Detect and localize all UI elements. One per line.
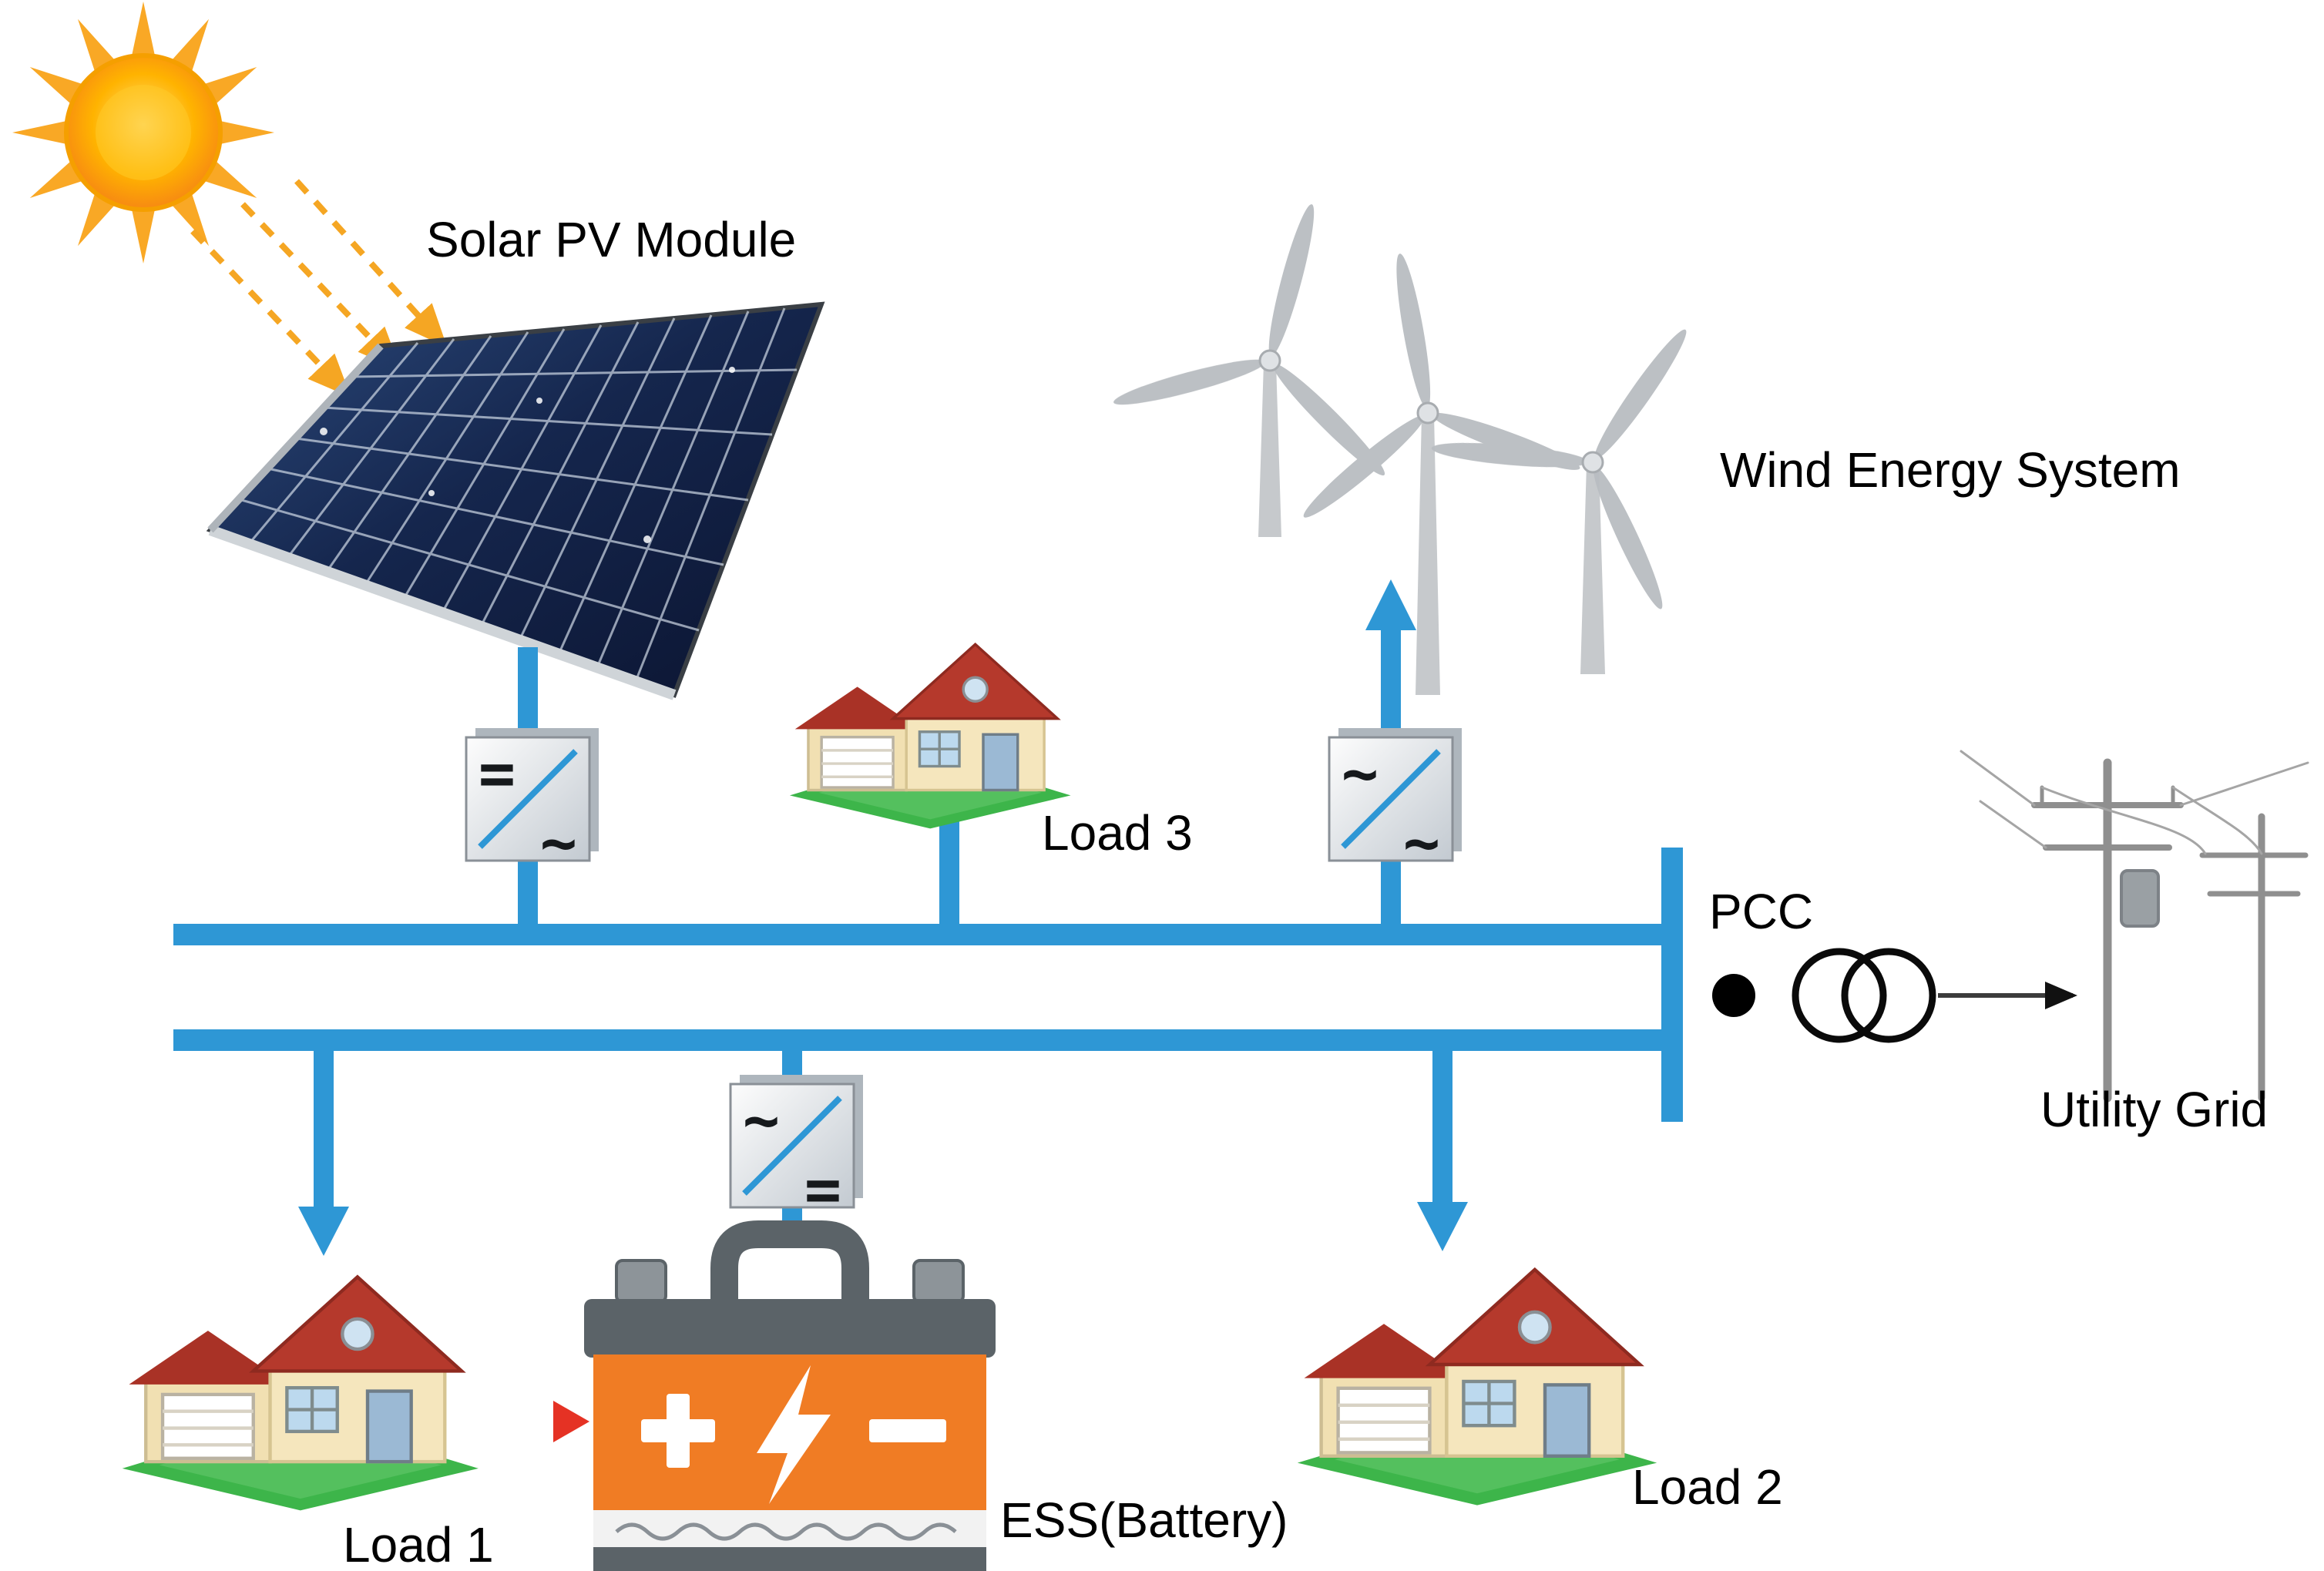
solar-pv-label: Solar PV Module <box>426 212 797 267</box>
pcc-node-dot <box>1712 974 1755 1017</box>
battery-converter-bottom-symbol: = <box>804 1153 841 1225</box>
load1-connector <box>314 1051 334 1209</box>
utility-grid-label: Utility Grid <box>2040 1082 2269 1137</box>
down-arrow-icon <box>298 1207 349 1256</box>
house-icon-load2 <box>1298 1270 1657 1506</box>
transformer-icon <box>1792 948 1936 1043</box>
pv-converter-icon: = ~ <box>465 728 599 878</box>
pv-converter-bottom-symbol: ~ <box>540 807 577 878</box>
red-arrow-icon <box>553 1401 589 1442</box>
battery-terminal-right <box>912 1259 965 1304</box>
solar-panel-icon <box>206 301 825 700</box>
house-icon-load3 <box>788 643 1073 831</box>
battery-converter-icon: ~ = <box>729 1075 863 1225</box>
load3-label: Load 3 <box>1042 805 1193 861</box>
pv-converter-top-symbol: = <box>479 737 516 809</box>
battery-terminal-left <box>615 1259 667 1304</box>
wind-converter-icon: ~ ~ <box>1328 728 1462 878</box>
house-icon-load1 <box>123 1277 479 1510</box>
lightning-icon <box>757 1365 831 1504</box>
bus-end-bar <box>1661 848 1683 1122</box>
wind-label: Wind Energy System <box>1720 442 2181 498</box>
up-arrow-icon <box>1365 579 1416 630</box>
sun-rays-arrows <box>190 179 448 398</box>
ac-bus <box>173 848 1683 1122</box>
battery-converter-top-symbol: ~ <box>743 1084 780 1156</box>
sun-icon <box>12 2 274 264</box>
load2-label: Load 2 <box>1632 1459 1783 1515</box>
ac-bus-bottom-line <box>173 1029 1682 1051</box>
utility-pole-icon <box>1960 750 2309 1103</box>
ess-battery-label: ESS(Battery) <box>1000 1492 1288 1548</box>
ac-bus-top-line <box>173 924 1682 945</box>
minus-icon <box>869 1419 946 1442</box>
load1-label: Load 1 <box>343 1517 494 1571</box>
wind-turbine-icon <box>1113 204 1687 695</box>
pcc-label: PCC <box>1709 884 1814 939</box>
wind-converter-top-symbol: ~ <box>1342 737 1379 809</box>
plus-icon <box>641 1394 715 1468</box>
connectors <box>298 579 1468 1256</box>
down-arrow-icon <box>1417 1202 1468 1251</box>
battery-icon <box>553 1220 996 1571</box>
wind-converter-bottom-symbol: ~ <box>1403 807 1440 878</box>
load3-connector <box>939 821 959 928</box>
load2-connector <box>1432 1051 1452 1205</box>
